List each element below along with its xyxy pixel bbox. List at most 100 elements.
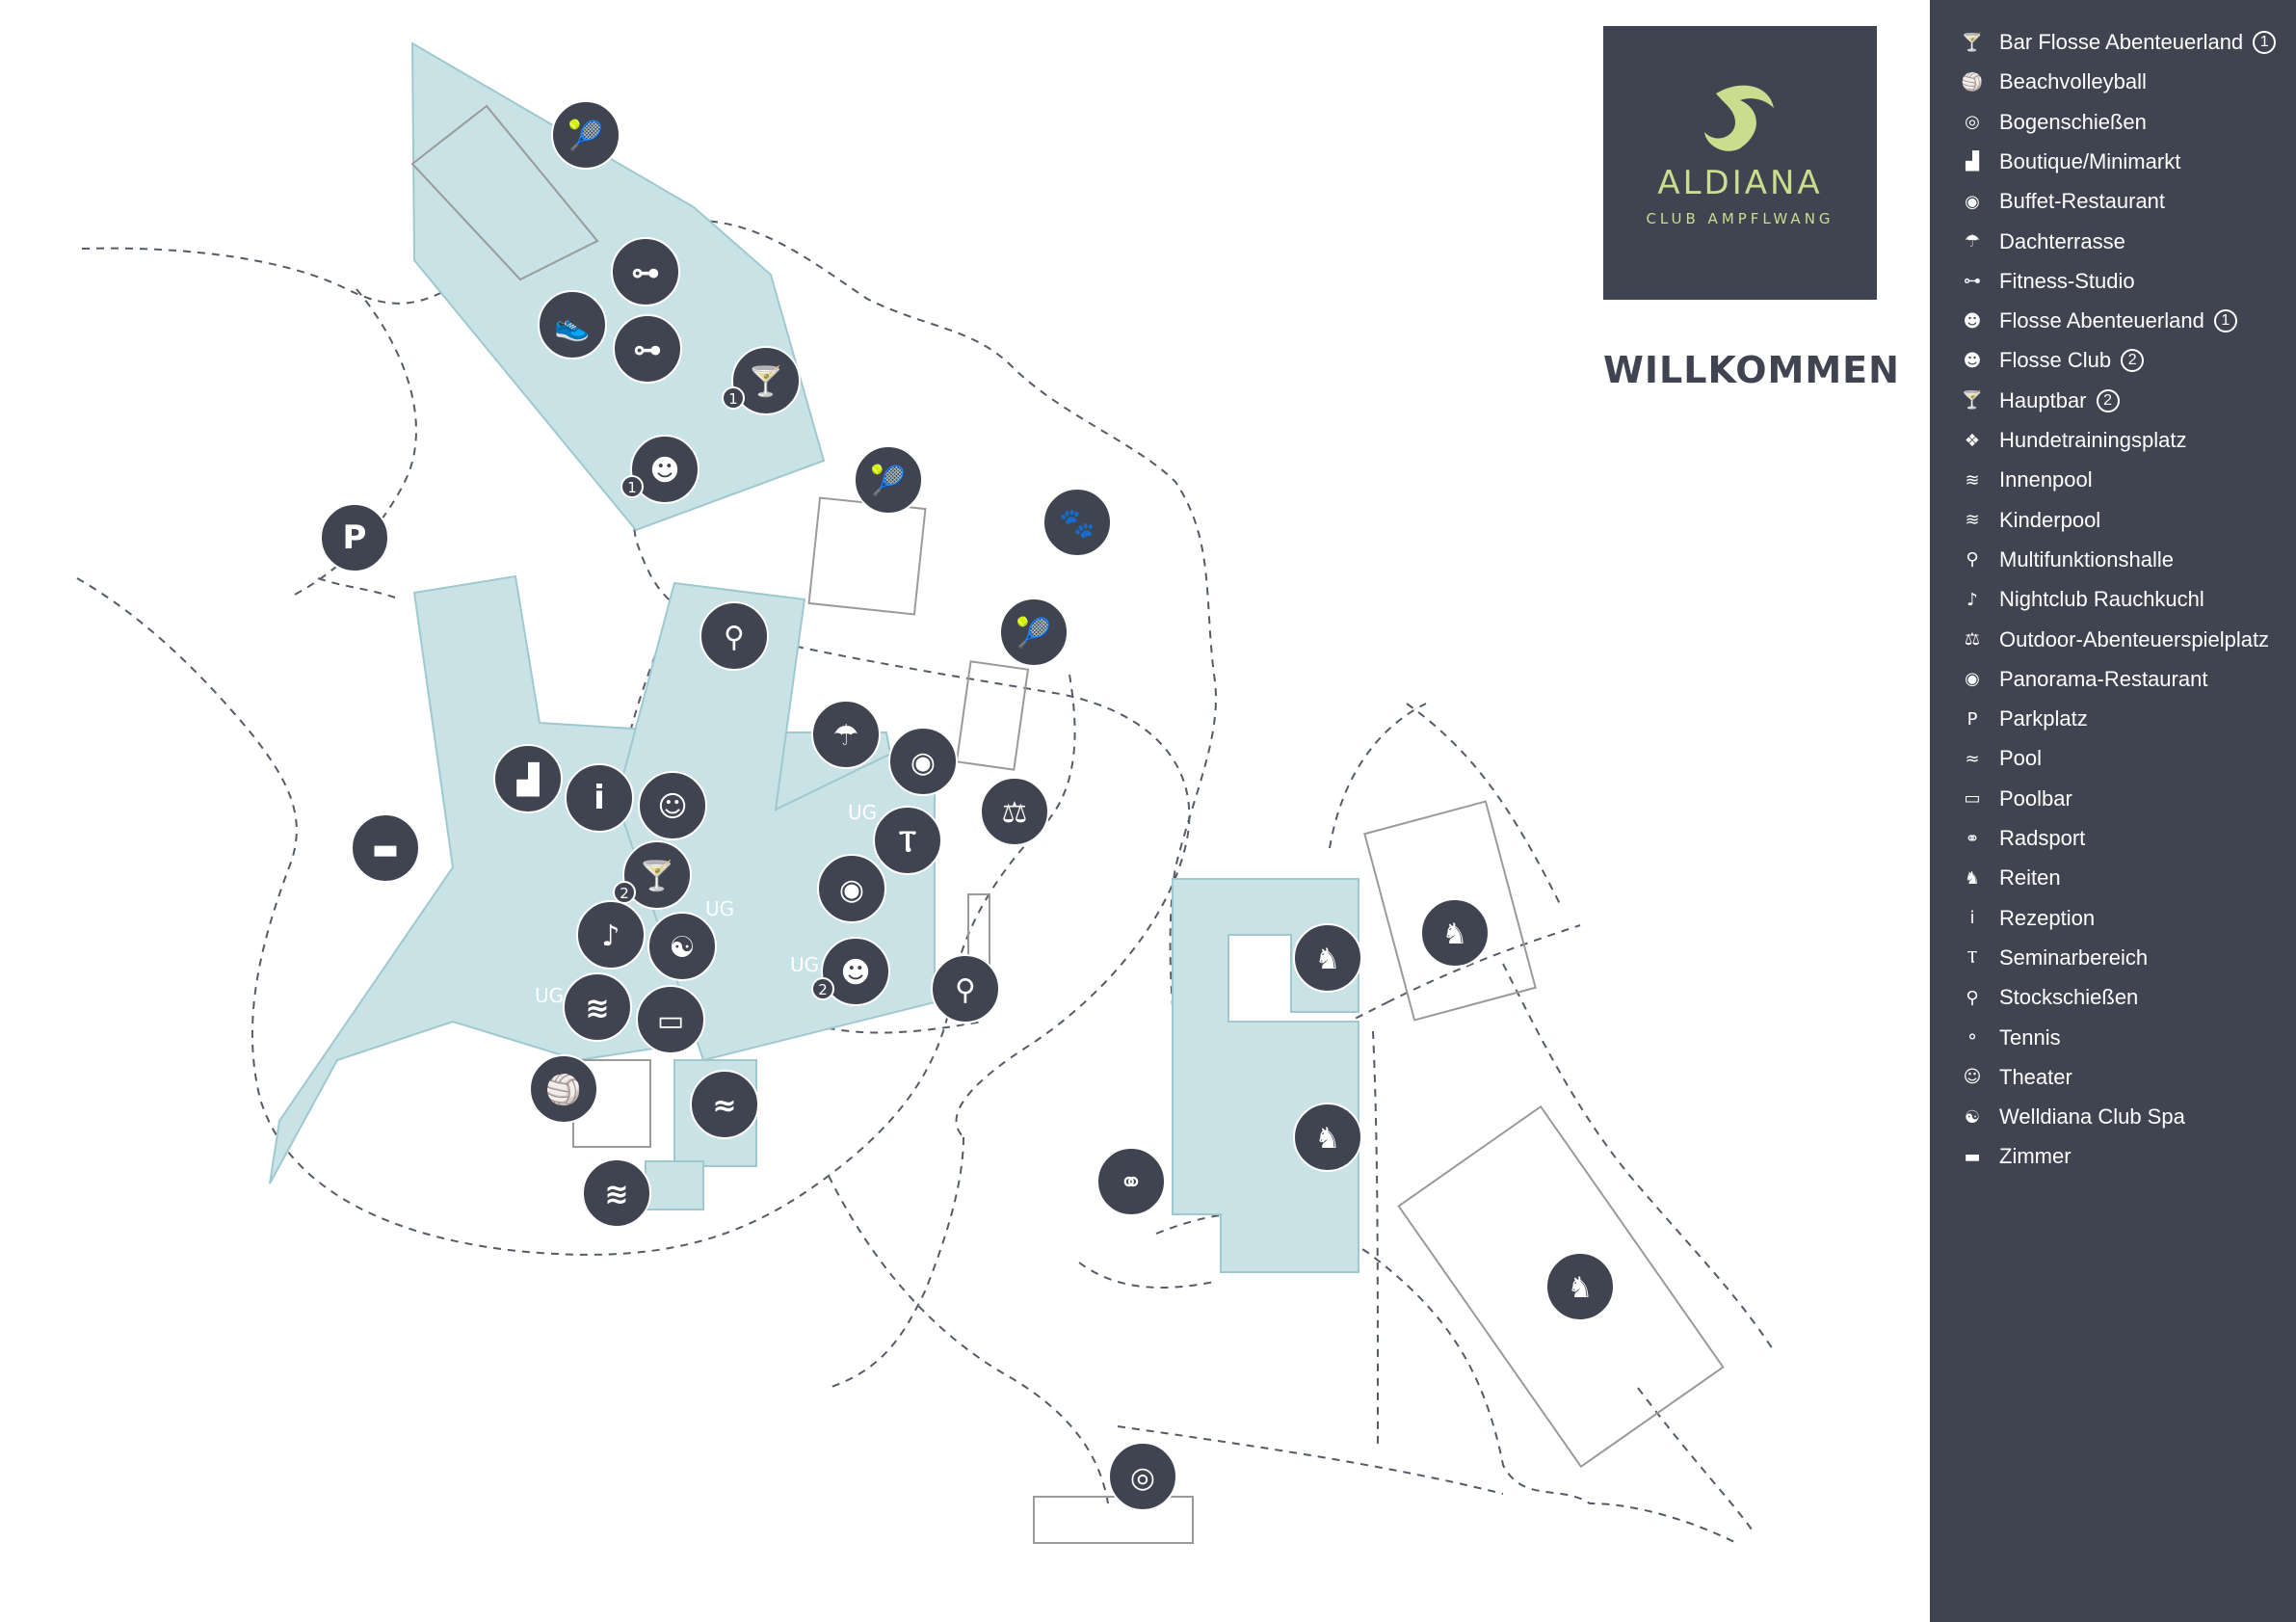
legend-label: Kinderpool <box>1999 507 2101 532</box>
beachvolleyball-icon[interactable]: 🏐 <box>529 1054 598 1124</box>
plate-cutlery-icon[interactable]: ◉ <box>817 854 886 923</box>
svg-text:☺: ☺ <box>657 790 687 824</box>
svg-text:👟: 👟 <box>554 309 590 343</box>
dumbbell-icon[interactable]: ⊶ <box>611 237 680 306</box>
bed-icon[interactable]: ▬ <box>351 813 420 883</box>
dolphin-mascot-icon[interactable]: ☻2UG <box>790 937 890 1006</box>
archery-range <box>1033 1496 1194 1544</box>
poolbar-icon[interactable]: ▭ <box>636 985 705 1054</box>
legend-item: ⚲Multifunktionshalle <box>1959 544 2174 576</box>
plate-cutlery-icon: ◉ <box>1965 191 1980 212</box>
svg-text:♞: ♞ <box>1315 943 1341 976</box>
legend-label: Beachvolleyball <box>1999 69 2147 94</box>
dolphin-mascot-icon: ☻ <box>1963 310 1982 332</box>
indoor-pool-icon[interactable]: ≋UG <box>535 972 632 1042</box>
logo-box: ALDIANA CLUB AMPFLWANG <box>1603 26 1877 300</box>
plate-cutlery-icon[interactable]: ◉ <box>888 727 958 796</box>
legend-item: ⊶Fitness-Studio <box>1959 265 2135 298</box>
logo-subtitle: CLUB AMPFLWANG <box>1646 210 1834 227</box>
legend-label: Flosse Abenteuerland <box>1999 308 2204 333</box>
map-markers: 🎾⊶👟⊶🍸1☻1🎾🐾P⚲🎾☂◉▟i☺⚖▬ⲦUG🍸2◉♪☯UG☻2UG⚲≋UG▭🏐… <box>320 100 1615 1511</box>
horse-rider-icon[interactable]: ♞ <box>1545 1252 1615 1321</box>
legend-label: Hundetrainingsplatz <box>1999 428 2187 452</box>
legend-item: ≋Kinderpool <box>1959 504 2100 537</box>
horse-rider-icon[interactable]: ♞ <box>1293 923 1362 993</box>
svg-text:⚭: ⚭ <box>1119 1166 1143 1200</box>
legend-label: Bar Flosse Abenteuerland <box>1999 30 2244 54</box>
kids-pool-icon[interactable]: ≋ <box>582 1158 651 1228</box>
riding-arena-south <box>1397 1104 1725 1469</box>
tennis-courts-center <box>807 496 927 616</box>
riding-arena-north <box>1363 800 1537 1022</box>
legend-item: ◉Buffet-Restaurant <box>1959 185 2165 218</box>
legend-label: Dachterrasse <box>1999 228 2125 253</box>
legend-number-badge: 1 <box>2213 309 2237 333</box>
dj-icon[interactable]: ♪ <box>576 900 646 970</box>
location-pin-icon: ⚲ <box>1966 549 1979 571</box>
svg-text:♞: ♞ <box>1568 1271 1594 1305</box>
horse-rider-icon[interactable]: ♞ <box>1293 1103 1362 1172</box>
parking-icon[interactable]: P <box>320 503 389 572</box>
dumbbell-icon: ⊶ <box>1964 271 1981 292</box>
dolphin-logo-icon <box>1704 85 1774 151</box>
tennis-icon[interactable]: 🎾 <box>854 445 923 515</box>
shopping-bag-icon: ▟ <box>1966 151 1979 173</box>
marker-number-badge <box>620 475 644 498</box>
lectern-icon[interactable]: ⲦUG <box>848 801 942 875</box>
tennis-court-east <box>955 660 1030 771</box>
parasol-icon[interactable]: ☂ <box>811 700 881 769</box>
tennis-icon[interactable]: 🎾 <box>551 100 620 170</box>
svg-text:☻: ☻ <box>840 956 870 990</box>
svg-text:🎾: 🎾 <box>1016 615 1051 651</box>
yin-yang-icon[interactable]: ☯UG <box>647 897 734 981</box>
target-icon: ◎ <box>1965 112 1980 133</box>
svg-text:▟: ▟ <box>515 762 540 797</box>
cocktail-icon[interactable]: 🍸1 <box>722 346 801 415</box>
svg-text:☯: ☯ <box>670 931 696 965</box>
theater-masks-icon[interactable]: ☺ <box>638 771 707 840</box>
location-pin-icon[interactable]: ⚲ <box>699 601 769 671</box>
underground-label: UG <box>848 801 877 824</box>
legend-label: Flosse Club <box>1999 348 2112 373</box>
legend-label: Poolbar <box>1999 785 2072 811</box>
legend-item: ♞Reiten <box>1959 862 2061 894</box>
welcome-heading: WILLKOMMEN <box>1603 349 1900 391</box>
plate-cutlery-icon: ◉ <box>1965 669 1980 690</box>
legend-label: Theater <box>1999 1064 2072 1089</box>
horse-rider-icon[interactable]: ♞ <box>1420 898 1490 968</box>
svg-text:▬: ▬ <box>372 833 399 866</box>
cocktail-icon[interactable]: 🍸2 <box>613 840 692 910</box>
dolphin-mascot-icon[interactable]: ☻1 <box>620 435 699 504</box>
legend-label: Pool <box>1999 746 2043 771</box>
legend-number-badge: 2 <box>2096 388 2120 412</box>
target-icon[interactable]: ◎ <box>1108 1442 1177 1511</box>
curling-icon[interactable]: ⚲ <box>931 954 1000 1024</box>
legend-item: ◉ Panorama-Restaurant <box>1959 663 2207 696</box>
svg-text:1: 1 <box>627 479 637 496</box>
cocktail-icon: 🍸 <box>1961 390 1984 412</box>
legend-label: Panorama-Restaurant <box>1999 666 2208 691</box>
svg-text:▭: ▭ <box>657 1004 684 1038</box>
dj-icon: ♪ <box>1966 589 1978 610</box>
sneaker-icon[interactable]: 👟 <box>538 290 607 359</box>
shopping-bag-icon[interactable]: ▟ <box>493 744 563 813</box>
tennis-icon[interactable]: 🎾 <box>999 598 1069 667</box>
yin-yang-icon: ☯ <box>1964 1106 1981 1128</box>
legend-item: ☻ Flosse Abenteuerland 1 <box>1959 305 2237 337</box>
dumbbell-icon[interactable]: ⊶ <box>613 314 682 384</box>
bicycle-icon[interactable]: ⚭ <box>1096 1147 1166 1216</box>
seesaw-icon[interactable]: ⚖ <box>980 777 1049 846</box>
svg-text:🎾: 🎾 <box>567 118 603 153</box>
legend-item: ⚭Radsport <box>1959 822 2085 855</box>
pool-waves-icon: ≈ <box>1965 748 1980 769</box>
legend-label: Stockschießen <box>1999 985 2139 1010</box>
info-icon[interactable]: i <box>565 763 634 833</box>
legend-label: Seminarbereich <box>1999 944 2149 970</box>
svg-text:🐾: 🐾 <box>1059 507 1095 541</box>
logo-name: ALDIANA <box>1657 164 1823 202</box>
pool-waves-icon[interactable]: ≈ <box>690 1070 759 1139</box>
parking-icon: P <box>1966 708 1978 730</box>
paw-icon[interactable]: 🐾 <box>1042 488 1112 557</box>
indoor-pool-icon: ≋ <box>1965 469 1980 491</box>
